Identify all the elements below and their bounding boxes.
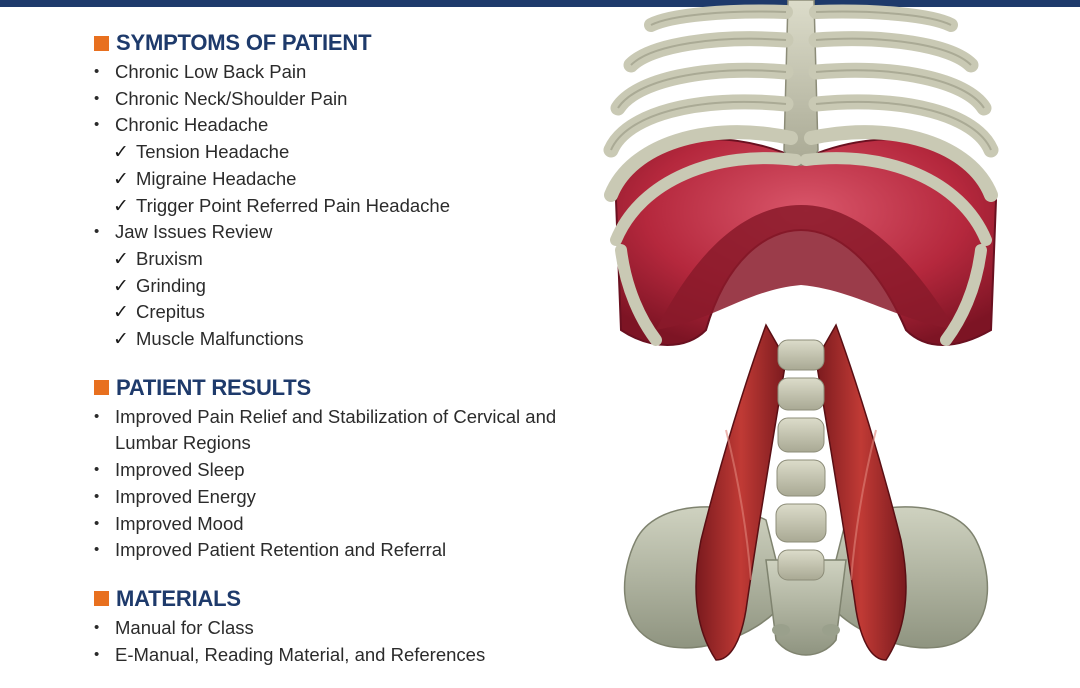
list-item-text: Bruxism [136, 247, 203, 269]
list-item-text: Trigger Point Referred Pain Headache [136, 194, 450, 216]
list-item: Improved Energy [94, 484, 614, 511]
checklist-item: ✓ Trigger Point Referred Pain Headache [94, 193, 614, 220]
list-item-text: Muscle Malfunctions [136, 328, 304, 350]
checkmark-icon: ✓ [113, 194, 129, 217]
list-item: Jaw Issues Review [94, 219, 614, 246]
checkmark-icon: ✓ [113, 274, 129, 297]
list-item-text: Improved Pain Relief and Stabilization o… [115, 405, 557, 454]
checkmark-icon: ✓ [113, 247, 129, 270]
list-item-text: Chronic Headache [115, 114, 269, 136]
symptom-list: Chronic Low Back PainChronic Neck/Should… [94, 59, 614, 353]
checklist-item: ✓ Muscle Malfunctions [94, 326, 614, 353]
list-item-text: Migraine Headache [136, 167, 297, 189]
orange-square-icon [94, 591, 109, 607]
section-heading: MATERIALS [94, 584, 614, 614]
list-item: E-Manual, Reading Material, and Referenc… [94, 642, 614, 669]
list-item-text: Grinding [136, 274, 206, 296]
right-psoas-muscle [815, 323, 907, 661]
list-item-text: Tension Headache [136, 141, 290, 163]
list-item: Chronic Low Back Pain [94, 59, 614, 86]
section-title: MATERIALS [116, 585, 241, 611]
list-item-text: Manual for Class [115, 616, 254, 638]
left-psoas-muscle [695, 323, 787, 661]
section-title: SYMPTOMS OF PATIENT [116, 30, 372, 55]
section-title: PATIENT RESULTS [116, 374, 312, 400]
list-item: Chronic Headache [94, 112, 614, 139]
list-item: Improved Patient Retention and Referral [94, 537, 614, 564]
orange-square-icon [94, 380, 109, 396]
list-item: Chronic Neck/Shoulder Pain [94, 86, 614, 113]
list-item-text: Chronic Neck/Shoulder Pain [115, 87, 348, 109]
list-item: Improved Pain Relief and Stabilization o… [94, 404, 614, 457]
checkmark-icon: ✓ [113, 328, 129, 351]
course-info-column: SYMPTOMS OF PATIENT Chronic Low Back Pai… [94, 28, 614, 688]
list-item-text: Improved Sleep [115, 459, 245, 481]
orange-square-icon [94, 35, 109, 51]
section-heading: PATIENT RESULTS [94, 373, 614, 403]
list-item: Improved Sleep [94, 457, 614, 484]
anatomy-illustration [603, 0, 999, 661]
checklist-item: ✓ Migraine Headache [94, 166, 614, 193]
section-materials: MATERIALS Manual for ClassE-Manual, Read… [94, 584, 614, 668]
list-item: Improved Mood [94, 511, 614, 538]
checkmark-icon: ✓ [113, 301, 129, 324]
list-item-text: Chronic Low Back Pain [115, 61, 307, 82]
section-results: PATIENT RESULTS Improved Pain Relief and… [94, 373, 614, 564]
section-symptoms: SYMPTOMS OF PATIENT Chronic Low Back Pai… [94, 28, 614, 353]
list-item-text: Improved Energy [115, 485, 256, 507]
checklist-item: ✓ Grinding [94, 273, 614, 300]
list-item: Manual for Class [94, 615, 614, 642]
checklist-item: ✓ Tension Headache [94, 139, 614, 166]
checklist-item: ✓ Crepitus [94, 299, 614, 326]
top-banner-bar [0, 0, 1080, 7]
results-list: Improved Pain Relief and Stabilization o… [94, 404, 614, 564]
list-item-text: Improved Patient Retention and Referral [115, 539, 447, 561]
list-item-text: Improved Mood [115, 512, 244, 534]
lumbar-spine [775, 339, 827, 581]
checkmark-icon: ✓ [113, 141, 129, 164]
list-item-text: Crepitus [136, 301, 205, 323]
materials-list: Manual for ClassE-Manual, Reading Materi… [94, 615, 614, 668]
checkmark-icon: ✓ [113, 167, 129, 190]
checklist-item: ✓ Bruxism [94, 246, 614, 273]
section-heading: SYMPTOMS OF PATIENT [94, 28, 614, 58]
list-item-text: E-Manual, Reading Material, and Referenc… [115, 643, 486, 665]
list-item-text: Jaw Issues Review [115, 221, 273, 243]
